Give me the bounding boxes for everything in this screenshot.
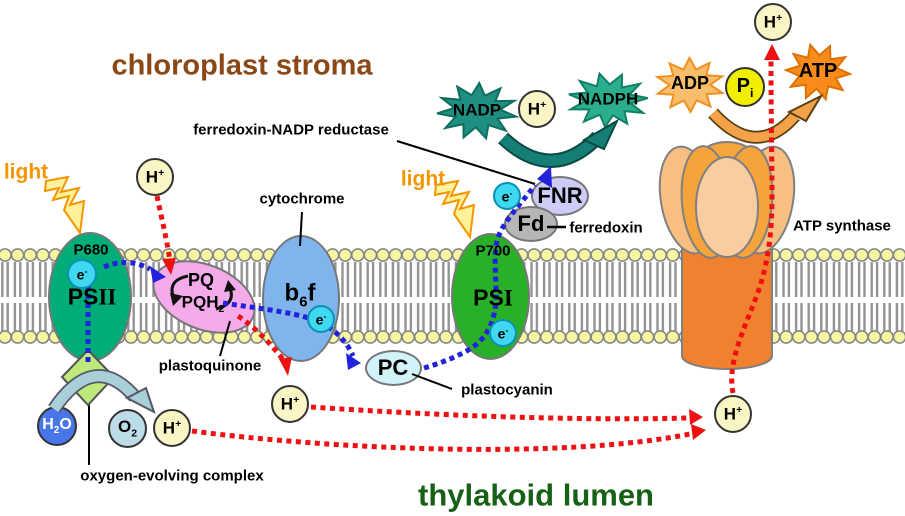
adp-label: ADP (670, 73, 710, 93)
fnr-full-label: ferredoxin-NADP reductase (193, 121, 389, 139)
p700-label: P700 (475, 242, 511, 260)
water-molecule: H2O (37, 406, 77, 446)
stroma-title: chloroplast stroma (111, 49, 373, 82)
nadp-star (436, 80, 521, 141)
ferredoxin-label: ferredoxin (569, 219, 643, 237)
pq-label: PQ (187, 270, 215, 290)
p680-label: P680 (73, 241, 109, 259)
light-label-right: light (400, 167, 446, 191)
proton-stroma-center: H+ (518, 90, 556, 128)
atp-star (783, 42, 853, 102)
b6f-label: b6f (284, 279, 316, 311)
oxygen-molecule: O2 (108, 409, 147, 448)
plastoquinone-label: plastoquinone (158, 357, 262, 375)
oec-label: oxygen-evolving complex (80, 467, 264, 485)
proton-stroma-left: H+ (136, 158, 174, 196)
proton-lumen-right: H+ (714, 395, 752, 433)
psii-label: PSII (67, 283, 117, 310)
proton-lumen-left: H+ (153, 409, 191, 447)
electron-badge-psii: e- (67, 259, 97, 289)
pqh2-label: PQH2 (181, 292, 225, 315)
phosphate-molecule: Pi (725, 67, 765, 107)
fnr-label: FNR (537, 183, 583, 208)
psi-label: PSI (473, 284, 513, 311)
electron-badge-b6f: e- (307, 305, 335, 333)
proton-lumen-b6f: H+ (271, 385, 309, 423)
nadp-label: NADP (452, 100, 502, 120)
lightning-bolt-left-icon (43, 175, 86, 236)
atp-label: ATP (798, 60, 838, 82)
adp-star (654, 55, 726, 115)
adp-to-atp-arrow (708, 93, 824, 144)
cytochrome-label: cytochrome (259, 190, 345, 208)
pc-label: PC (377, 355, 409, 380)
starbursts (436, 42, 853, 141)
light-label-left: light (3, 160, 49, 184)
nadph-star (566, 71, 649, 129)
fd-label: Fd (517, 211, 545, 236)
electron-badge-fnr: e- (493, 182, 521, 210)
electron-badge-psi: e- (489, 319, 517, 347)
lumen-title: thylakoid lumen (418, 477, 654, 513)
plastocyanin-label: plastocyanin (461, 381, 553, 399)
nadp-to-nadph-arrow (498, 118, 620, 168)
nadph-label: NADPH (577, 89, 639, 109)
atp-synthase-label: ATP synthase (793, 217, 891, 235)
proton-stroma-right: H+ (754, 3, 792, 41)
